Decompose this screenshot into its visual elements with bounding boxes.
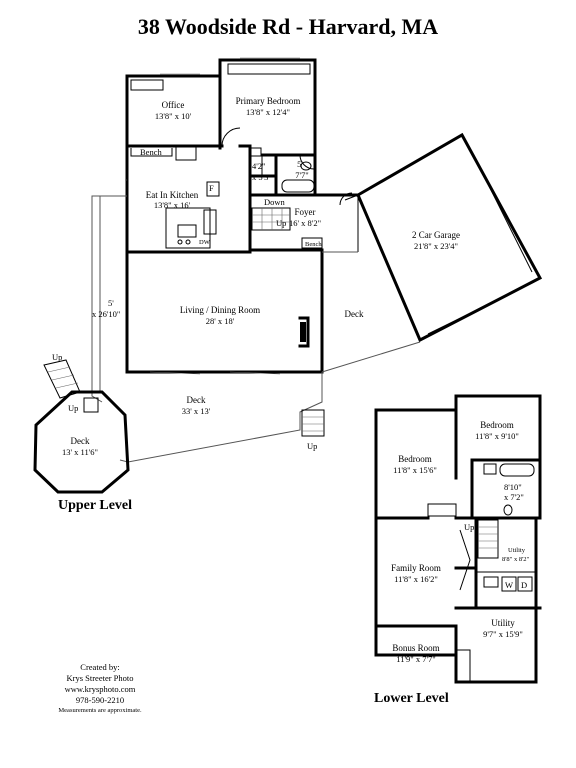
kitchen-dims: 13'8" x 16' xyxy=(154,200,191,210)
garage-walls xyxy=(356,132,543,343)
foyer-dims: 16' x 8'2" xyxy=(289,218,321,228)
closet-b-dims-a: 5' xyxy=(297,159,303,169)
deck-octagon-label: Deck xyxy=(71,436,90,446)
fireplace xyxy=(298,316,310,348)
fridge-label: F xyxy=(209,183,214,193)
bedroom-closet xyxy=(227,63,311,75)
closet-a-dims-b: x 5'3" xyxy=(252,172,272,182)
kitchen-label: Eat In Kitchen xyxy=(146,190,199,200)
lower-bedroom-right-label: Bedroom xyxy=(480,420,514,430)
upper-level-plan xyxy=(33,57,543,494)
deck-main-edge xyxy=(119,372,323,463)
family-room-label: Family Room xyxy=(391,563,441,573)
lower-toilet xyxy=(503,504,513,516)
bench-top-label: Bench xyxy=(140,147,162,157)
dryer-label: D xyxy=(521,580,527,590)
utility-label: Utility xyxy=(491,618,515,628)
walkway-dims-a: 5' xyxy=(108,298,114,308)
stair-up-label-3: Up xyxy=(307,441,317,451)
foyer-stairs xyxy=(251,207,291,231)
foyer-down-label: Down xyxy=(264,197,286,207)
office-label: Office xyxy=(162,100,185,110)
washer-label: W xyxy=(505,580,513,590)
utility-small-label: Utility xyxy=(508,547,526,554)
lower-level-plan xyxy=(374,394,542,684)
page-title: 38 Woodside Rd - Harvard, MA xyxy=(138,14,438,39)
family-room-dims: 11'8" x 16'2" xyxy=(394,574,438,584)
lower-stair-up-label: Up xyxy=(464,522,474,532)
fridge xyxy=(206,181,220,197)
bonus-room-label: Bonus Room xyxy=(392,643,439,653)
utility-small-dims: 8'8" x 8'2" xyxy=(502,556,529,563)
kitchen-counter xyxy=(203,209,217,235)
deck-octagon-dims: 13' x 11'6" xyxy=(62,447,98,457)
credits-line-2: Krys Streeter Photo xyxy=(66,673,133,683)
upper-level-label: Upper Level xyxy=(58,498,132,513)
lower-bedroom-left-label: Bedroom xyxy=(398,454,432,464)
garage-dims: 21'8" x 23'4" xyxy=(414,241,458,251)
walkway-dims-b: x 26'10" xyxy=(92,309,120,319)
dryer xyxy=(517,576,533,592)
deck-main-dims: 33' x 13' xyxy=(182,406,211,416)
lower-level-label: Lower Level xyxy=(374,691,449,706)
deck-side-label: Deck xyxy=(345,309,364,319)
office-door xyxy=(221,127,241,147)
credits-line-1: Created by: xyxy=(80,662,119,672)
utility-dims: 9'7" x 15'9" xyxy=(483,629,523,639)
walkway-edge xyxy=(91,195,127,403)
bathtub xyxy=(281,179,315,193)
garage-label: 2 Car Garage xyxy=(412,230,460,240)
stair-up-label-1: Up xyxy=(52,352,62,362)
closet-b-dims-b: 7'7" xyxy=(295,170,309,180)
utility-sink xyxy=(483,576,499,588)
lower-bath-dims-a: 8'10" xyxy=(504,482,522,492)
lower-bathtub xyxy=(499,463,535,477)
deck-stairs-left xyxy=(43,359,81,399)
foyer-bench xyxy=(301,237,323,249)
bench-top xyxy=(130,148,173,157)
lower-sink xyxy=(483,463,497,475)
credits-line-4: 978-590-2210 xyxy=(76,695,124,705)
foyer-label: Foyer xyxy=(295,207,316,217)
toilet xyxy=(300,161,312,171)
credits-line-3: www.krysphoto.com xyxy=(65,684,136,694)
office-closet xyxy=(130,79,164,91)
sink xyxy=(250,147,262,157)
credits-line-5: Measurements are approximate. xyxy=(58,707,142,714)
octagon-deck xyxy=(33,390,130,494)
foyer-bench-label: Bench xyxy=(305,241,322,248)
deck-side-edge xyxy=(321,341,421,373)
primary-bedroom-dims: 13'8" x 12'4" xyxy=(246,107,290,117)
lower-stairs xyxy=(477,519,499,559)
closet-a-dims-a: 4'2" xyxy=(252,161,266,171)
deck-main-label: Deck xyxy=(187,395,206,405)
kitchen-sink xyxy=(177,224,197,238)
washer xyxy=(501,576,517,592)
lower-closet xyxy=(427,503,457,517)
lower-bedroom-right-dims: 11'8" x 9'10" xyxy=(475,431,519,441)
deck-stairs-right xyxy=(301,409,325,437)
primary-bedroom-label: Primary Bedroom xyxy=(236,96,301,106)
living-label: Living / Dining Room xyxy=(180,305,260,315)
kitchen-island xyxy=(165,207,211,249)
living-dims: 28' x 18' xyxy=(206,316,235,326)
foyer-up-label: Up xyxy=(276,218,286,228)
garage-door xyxy=(471,151,533,273)
lower-bedroom-left-dims: 11'8" x 15'6" xyxy=(393,465,437,475)
lower-folding-door xyxy=(459,529,471,591)
lower-bath-dims-b: x 7'2" xyxy=(504,492,524,502)
bonus-room-dims: 11'9" x 7'7" xyxy=(396,654,435,664)
dishwasher-label: DW xyxy=(199,239,211,246)
office-dims: 13'8" x 10' xyxy=(155,111,192,121)
stair-up-label-2: Up xyxy=(68,403,78,413)
